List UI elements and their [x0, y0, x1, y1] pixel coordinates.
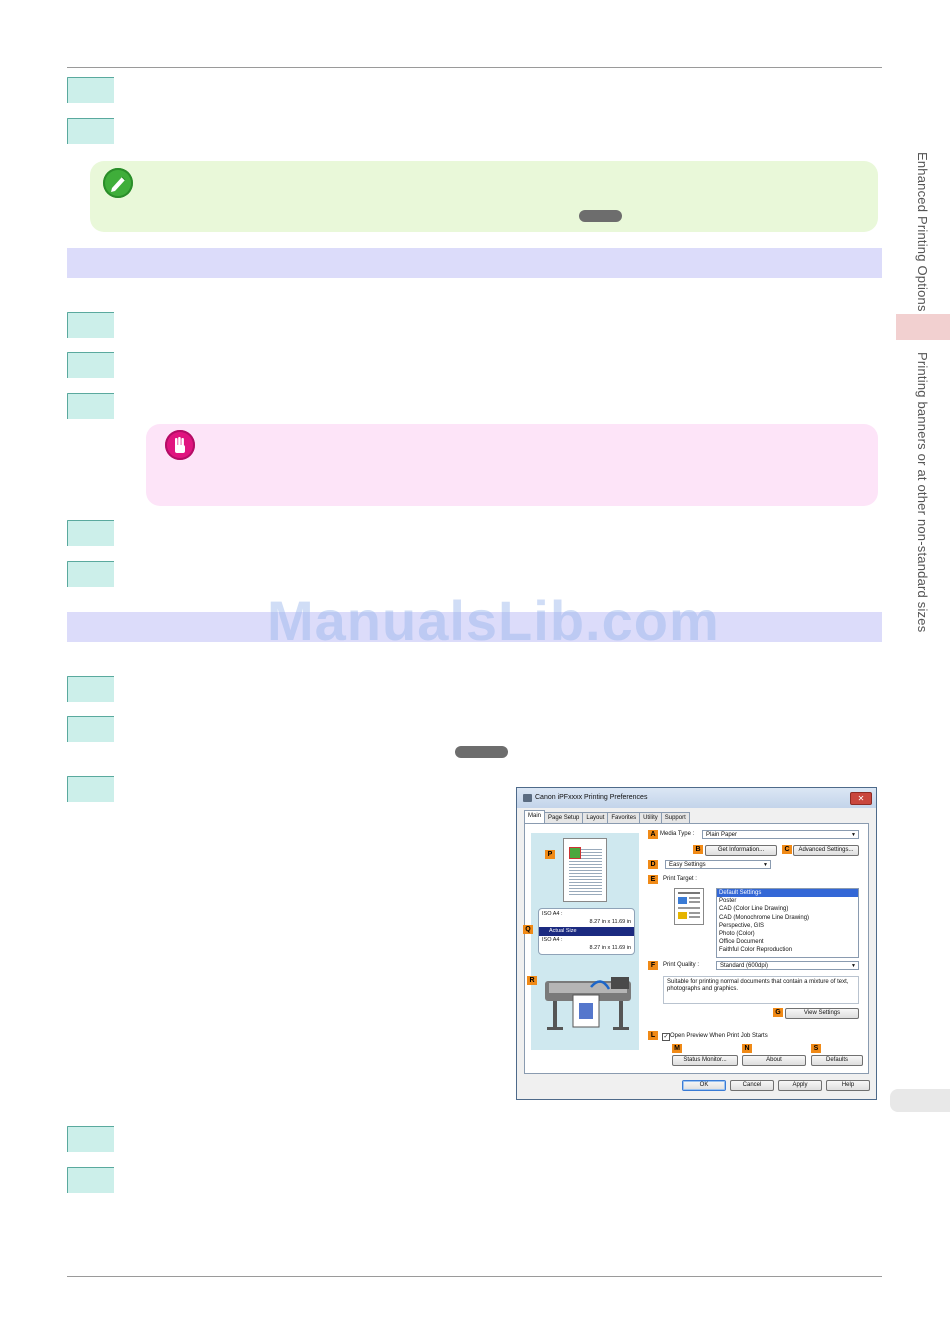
step-marker [67, 1126, 114, 1152]
badge-a: A [648, 830, 658, 839]
step-marker [67, 393, 114, 419]
note-box [90, 161, 878, 232]
reference-link-pill[interactable] [455, 746, 508, 758]
step-marker [67, 118, 114, 144]
badge-n: N [742, 1044, 752, 1053]
view-settings-button[interactable]: View Settings [785, 1008, 859, 1019]
badge-d: D [648, 860, 658, 869]
size-bottom-value: 8.27 in x 11.69 in [589, 945, 631, 951]
important-hand-icon [165, 430, 195, 460]
important-box [146, 424, 878, 506]
paper-preview [563, 838, 607, 902]
size-selected: Actual Size [539, 927, 634, 936]
document-thumbnail-icon [678, 892, 700, 919]
media-type-select[interactable]: Plain Paper ▼ [702, 830, 859, 839]
badge-q: Q [523, 925, 533, 934]
list-item[interactable]: Default Settings [717, 889, 858, 898]
ok-button[interactable]: OK [682, 1080, 726, 1091]
media-type-label: Media Type : [660, 831, 695, 837]
step-marker [67, 312, 114, 338]
print-quality-label: Print Quality : [663, 962, 700, 968]
defaults-button[interactable]: Defaults [811, 1055, 863, 1066]
badge-g: G [773, 1008, 783, 1017]
printer-illustration-icon [545, 977, 631, 1030]
step-marker [67, 1167, 114, 1193]
step-marker [67, 352, 114, 378]
settings-mode-select[interactable]: Easy Settings ▼ [665, 860, 771, 869]
print-quality-value: Standard (600dpi) [720, 963, 769, 969]
chevron-down-icon: ▼ [851, 963, 856, 969]
help-button[interactable]: Help [826, 1080, 870, 1091]
badge-e: E [648, 875, 658, 884]
watermark: ManualsLib.com [267, 589, 720, 652]
size-top-value: 8.27 in x 11.69 in [589, 919, 631, 925]
size-bottom-label: ISO A4 : [542, 937, 563, 943]
step-marker [67, 716, 114, 742]
step-marker [67, 77, 114, 103]
badge-m: M [672, 1044, 682, 1053]
step-marker [67, 676, 114, 702]
about-button[interactable]: About [742, 1055, 806, 1066]
footer-rule [67, 1276, 882, 1277]
section-heading-band [67, 248, 882, 278]
chevron-down-icon: ▼ [851, 832, 856, 838]
media-type-value: Plain Paper [706, 832, 738, 838]
apply-button[interactable]: Apply [778, 1080, 822, 1091]
badge-l: L [648, 1031, 658, 1040]
badge-s: S [811, 1044, 821, 1053]
paper-image-thumb [569, 847, 581, 859]
step-marker [67, 561, 114, 587]
printing-preferences-dialog: Canon iPFxxxx Printing Preferences ✕ Mai… [516, 787, 877, 1100]
paper-size-box: ISO A4 : 8.27 in x 11.69 in Actual Size … [538, 908, 635, 955]
badge-f: F [648, 961, 658, 970]
header-rule [67, 67, 882, 68]
open-preview-checkbox[interactable]: ✓ [662, 1033, 670, 1041]
side-topic-label: Printing banners or at other non-standar… [915, 352, 930, 633]
reference-link-pill[interactable] [579, 210, 622, 222]
printer-icon [523, 794, 532, 802]
chevron-down-icon: ▼ [763, 862, 768, 868]
tab-main[interactable]: Main [524, 810, 546, 824]
print-target-label: Print Target : [663, 876, 697, 882]
list-item[interactable]: Perspective, GIS [719, 922, 765, 929]
badge-c: C [782, 845, 792, 854]
cancel-button[interactable]: Cancel [730, 1080, 774, 1091]
dialog-title: Canon iPFxxxx Printing Preferences [535, 794, 648, 801]
print-target-list[interactable]: Default Settings Poster CAD (Color Line … [716, 888, 859, 958]
list-item[interactable]: CAD (Monochrome Line Drawing) [719, 914, 810, 921]
advanced-settings-button[interactable]: Advanced Settings... [793, 845, 859, 856]
dialog-titlebar: Canon iPFxxxx Printing Preferences ✕ [517, 788, 876, 808]
list-item[interactable]: CAD (Color Line Drawing) [719, 906, 789, 913]
badge-r: R [527, 976, 537, 985]
tab-support[interactable]: Support [660, 812, 690, 824]
size-top-label: ISO A4 : [542, 911, 563, 917]
note-pencil-icon [103, 168, 133, 198]
badge-p: P [545, 850, 555, 859]
step-marker [67, 520, 114, 546]
close-button[interactable]: ✕ [850, 792, 872, 805]
list-item[interactable]: Photo (Color) [719, 930, 755, 937]
dialog-tabs: Main Page Setup Layout Favorites Utility… [524, 810, 690, 824]
list-item[interactable]: Poster [719, 898, 737, 905]
list-item[interactable]: Office Document [719, 939, 764, 946]
print-quality-select[interactable]: Standard (600dpi) ▼ [716, 961, 859, 970]
status-monitor-button[interactable]: Status Monitor... [672, 1055, 738, 1066]
side-tab-chapter[interactable] [890, 1089, 950, 1112]
section-heading-band [67, 612, 882, 642]
badge-b: B [693, 845, 703, 854]
settings-mode-value: Easy Settings [669, 862, 706, 868]
print-quality-description: Suitable for printing normal documents t… [663, 976, 859, 1004]
side-section-label: Enhanced Printing Options [915, 152, 930, 312]
open-preview-label: Open Preview When Print Job Starts [670, 1033, 768, 1039]
print-target-thumbnail [674, 888, 704, 925]
size-selected-text: Actual Size [549, 928, 577, 934]
list-item[interactable]: Faithful Color Reproduction [719, 947, 793, 954]
get-information-button[interactable]: Get Information... [705, 845, 777, 856]
side-tab-active[interactable] [896, 314, 950, 340]
step-marker [67, 776, 114, 802]
